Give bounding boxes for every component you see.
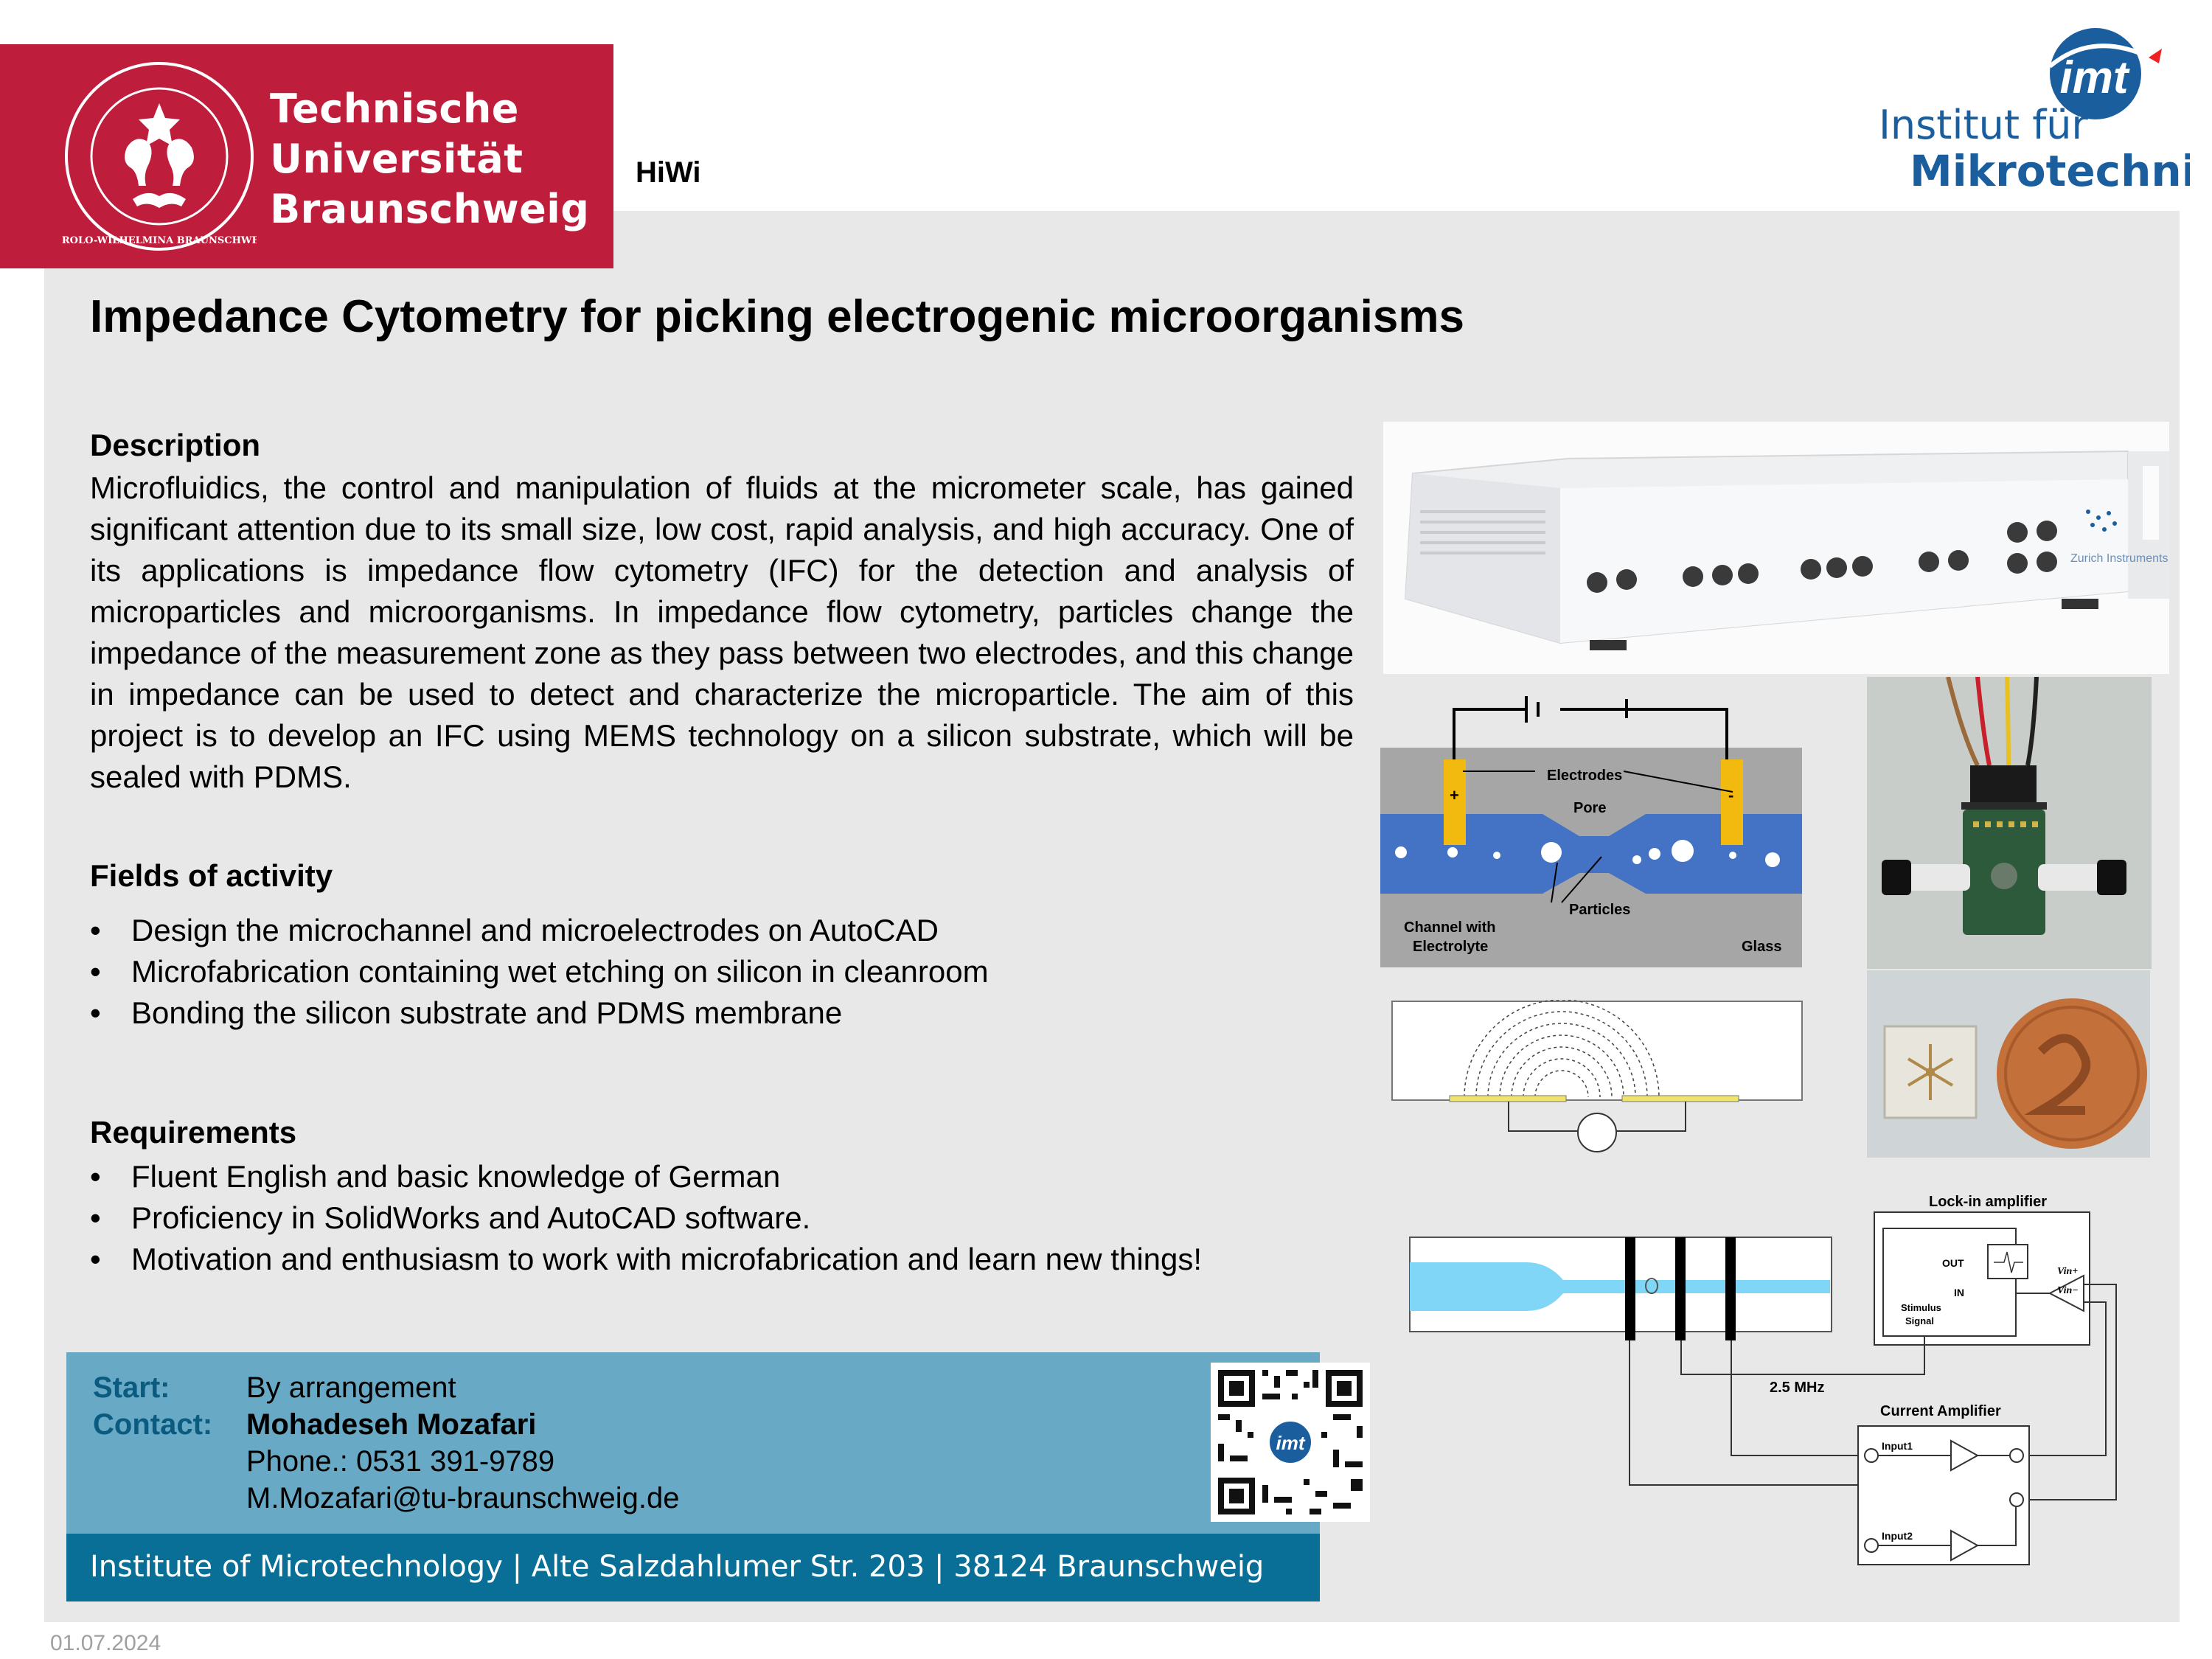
svg-text:Glass: Glass (1742, 939, 1781, 955)
svg-text:-: - (1728, 786, 1733, 804)
list-item: Proficiency in SolidWorks and AutoCAD so… (90, 1197, 1388, 1239)
current-amp-label: Current Amplifier (1880, 1403, 2001, 1419)
requirements-list: Fluent English and basic knowledge of Ge… (90, 1156, 1388, 1280)
svg-text:Pore: Pore (1573, 800, 1606, 816)
tu-braunschweig-logo[interactable]: CAROLO-WILHELMINA BRAUNSCHWEIG Technisch… (0, 44, 613, 268)
bnc-connectors (1587, 521, 2057, 593)
imt-logo-icon: imt Institut für Mikrotechnik (1879, 28, 2212, 196)
svg-text:Vin+: Vin+ (2057, 1266, 2078, 1277)
chip-wires-photo (1867, 677, 2152, 969)
svg-text:IN: IN (1954, 1287, 1964, 1298)
description-text: Microfluidics, the control and manipulat… (90, 470, 1354, 794)
svg-text:Electrodes: Electrodes (1547, 768, 1622, 784)
qr-code-icon[interactable]: imt (1211, 1363, 1370, 1522)
svg-text:+: + (1450, 786, 1459, 804)
document-date: 01.07.2024 (50, 1631, 161, 1655)
list-item: Fluent English and basic knowledge of Ge… (90, 1156, 1388, 1197)
contact-phone[interactable]: Phone.: 0531 391-9789 (246, 1445, 555, 1478)
list-item: Bonding the silicon substrate and PDMS m… (90, 992, 1388, 1034)
svg-text:Channel with: Channel with (1404, 919, 1495, 936)
svg-text:Electrolyte: Electrolyte (1413, 939, 1488, 955)
svg-text:OUT: OUT (1942, 1257, 1964, 1269)
svg-text:imt: imt (2060, 52, 2130, 103)
list-item: Design the microchannel and microelectro… (90, 910, 1388, 951)
university-name-line-3: Braunschweig (270, 186, 590, 232)
circuit-diagram: Lock-in amplifier OUT IN Stimulus Signal… (1409, 1194, 2117, 1565)
svg-text:Mikrotechnik: Mikrotechnik (1910, 146, 2190, 196)
list-item: Motivation and enthusiasm to work with m… (90, 1239, 1388, 1280)
svg-text:Input1: Input1 (1882, 1440, 1913, 1452)
field-lines-diagram (1391, 1000, 1803, 1152)
university-seal-icon: CAROLO-WILHELMINA BRAUNSCHWEIG (62, 62, 257, 251)
contact-label: Contact: (93, 1408, 213, 1441)
device-brand: Zurich Instruments (2070, 552, 2168, 565)
imt-institute-logo[interactable]: imt Institut für Mikrotechnik (1865, 22, 2212, 199)
contact-name: Mohadeseh Mozafari (246, 1408, 537, 1441)
contact-email[interactable]: M.Mozafari@tu-braunschweig.de (246, 1482, 680, 1514)
position-tag: HiWi (636, 156, 701, 189)
start-label: Start: (93, 1371, 170, 1404)
frequency-label: 2.5 MHz (1770, 1380, 1824, 1396)
lockin-label: Lock-in amplifier (1929, 1194, 2047, 1210)
svg-text:Input2: Input2 (1882, 1530, 1913, 1542)
seal-text: CAROLO-WILHELMINA BRAUNSCHWEIG (62, 235, 257, 246)
university-name-line-2: Universität (270, 136, 524, 182)
footer-address: Institute of Microtechnology | Alte Salz… (90, 1550, 1265, 1584)
chip-coin-photo (1867, 970, 2150, 1158)
university-name-line-1: Technische (270, 86, 519, 132)
svg-text:Vin−: Vin− (2057, 1285, 2079, 1296)
page-title: Impedance Cytometry for picking electrog… (90, 291, 1464, 342)
start-value: By arrangement (246, 1371, 456, 1404)
fields-heading: Fields of activity (90, 858, 333, 893)
svg-text:Signal: Signal (1905, 1315, 1934, 1326)
svg-text:Institut für: Institut für (1879, 102, 2088, 148)
description-heading: Description (90, 428, 261, 462)
svg-text:Particles: Particles (1569, 902, 1630, 918)
list-item: Microfabrication containing wet etching … (90, 951, 1388, 992)
svg-text:Stimulus: Stimulus (1901, 1302, 1941, 1313)
cytometry-schematic: Electrodes Pore Particles Channel with E… (1380, 696, 1802, 967)
footer-bar: Institute of Microtechnology | Alte Salz… (66, 1534, 1320, 1601)
contact-box: Start: By arrangement Contact: Mohadeseh… (66, 1352, 1370, 1534)
fields-list: Design the microchannel and microelectro… (90, 910, 1388, 1034)
svg-text:imt: imt (1276, 1432, 1306, 1454)
lockin-device-photo: Zurich Instruments (1383, 422, 2169, 674)
requirements-heading: Requirements (90, 1115, 297, 1150)
